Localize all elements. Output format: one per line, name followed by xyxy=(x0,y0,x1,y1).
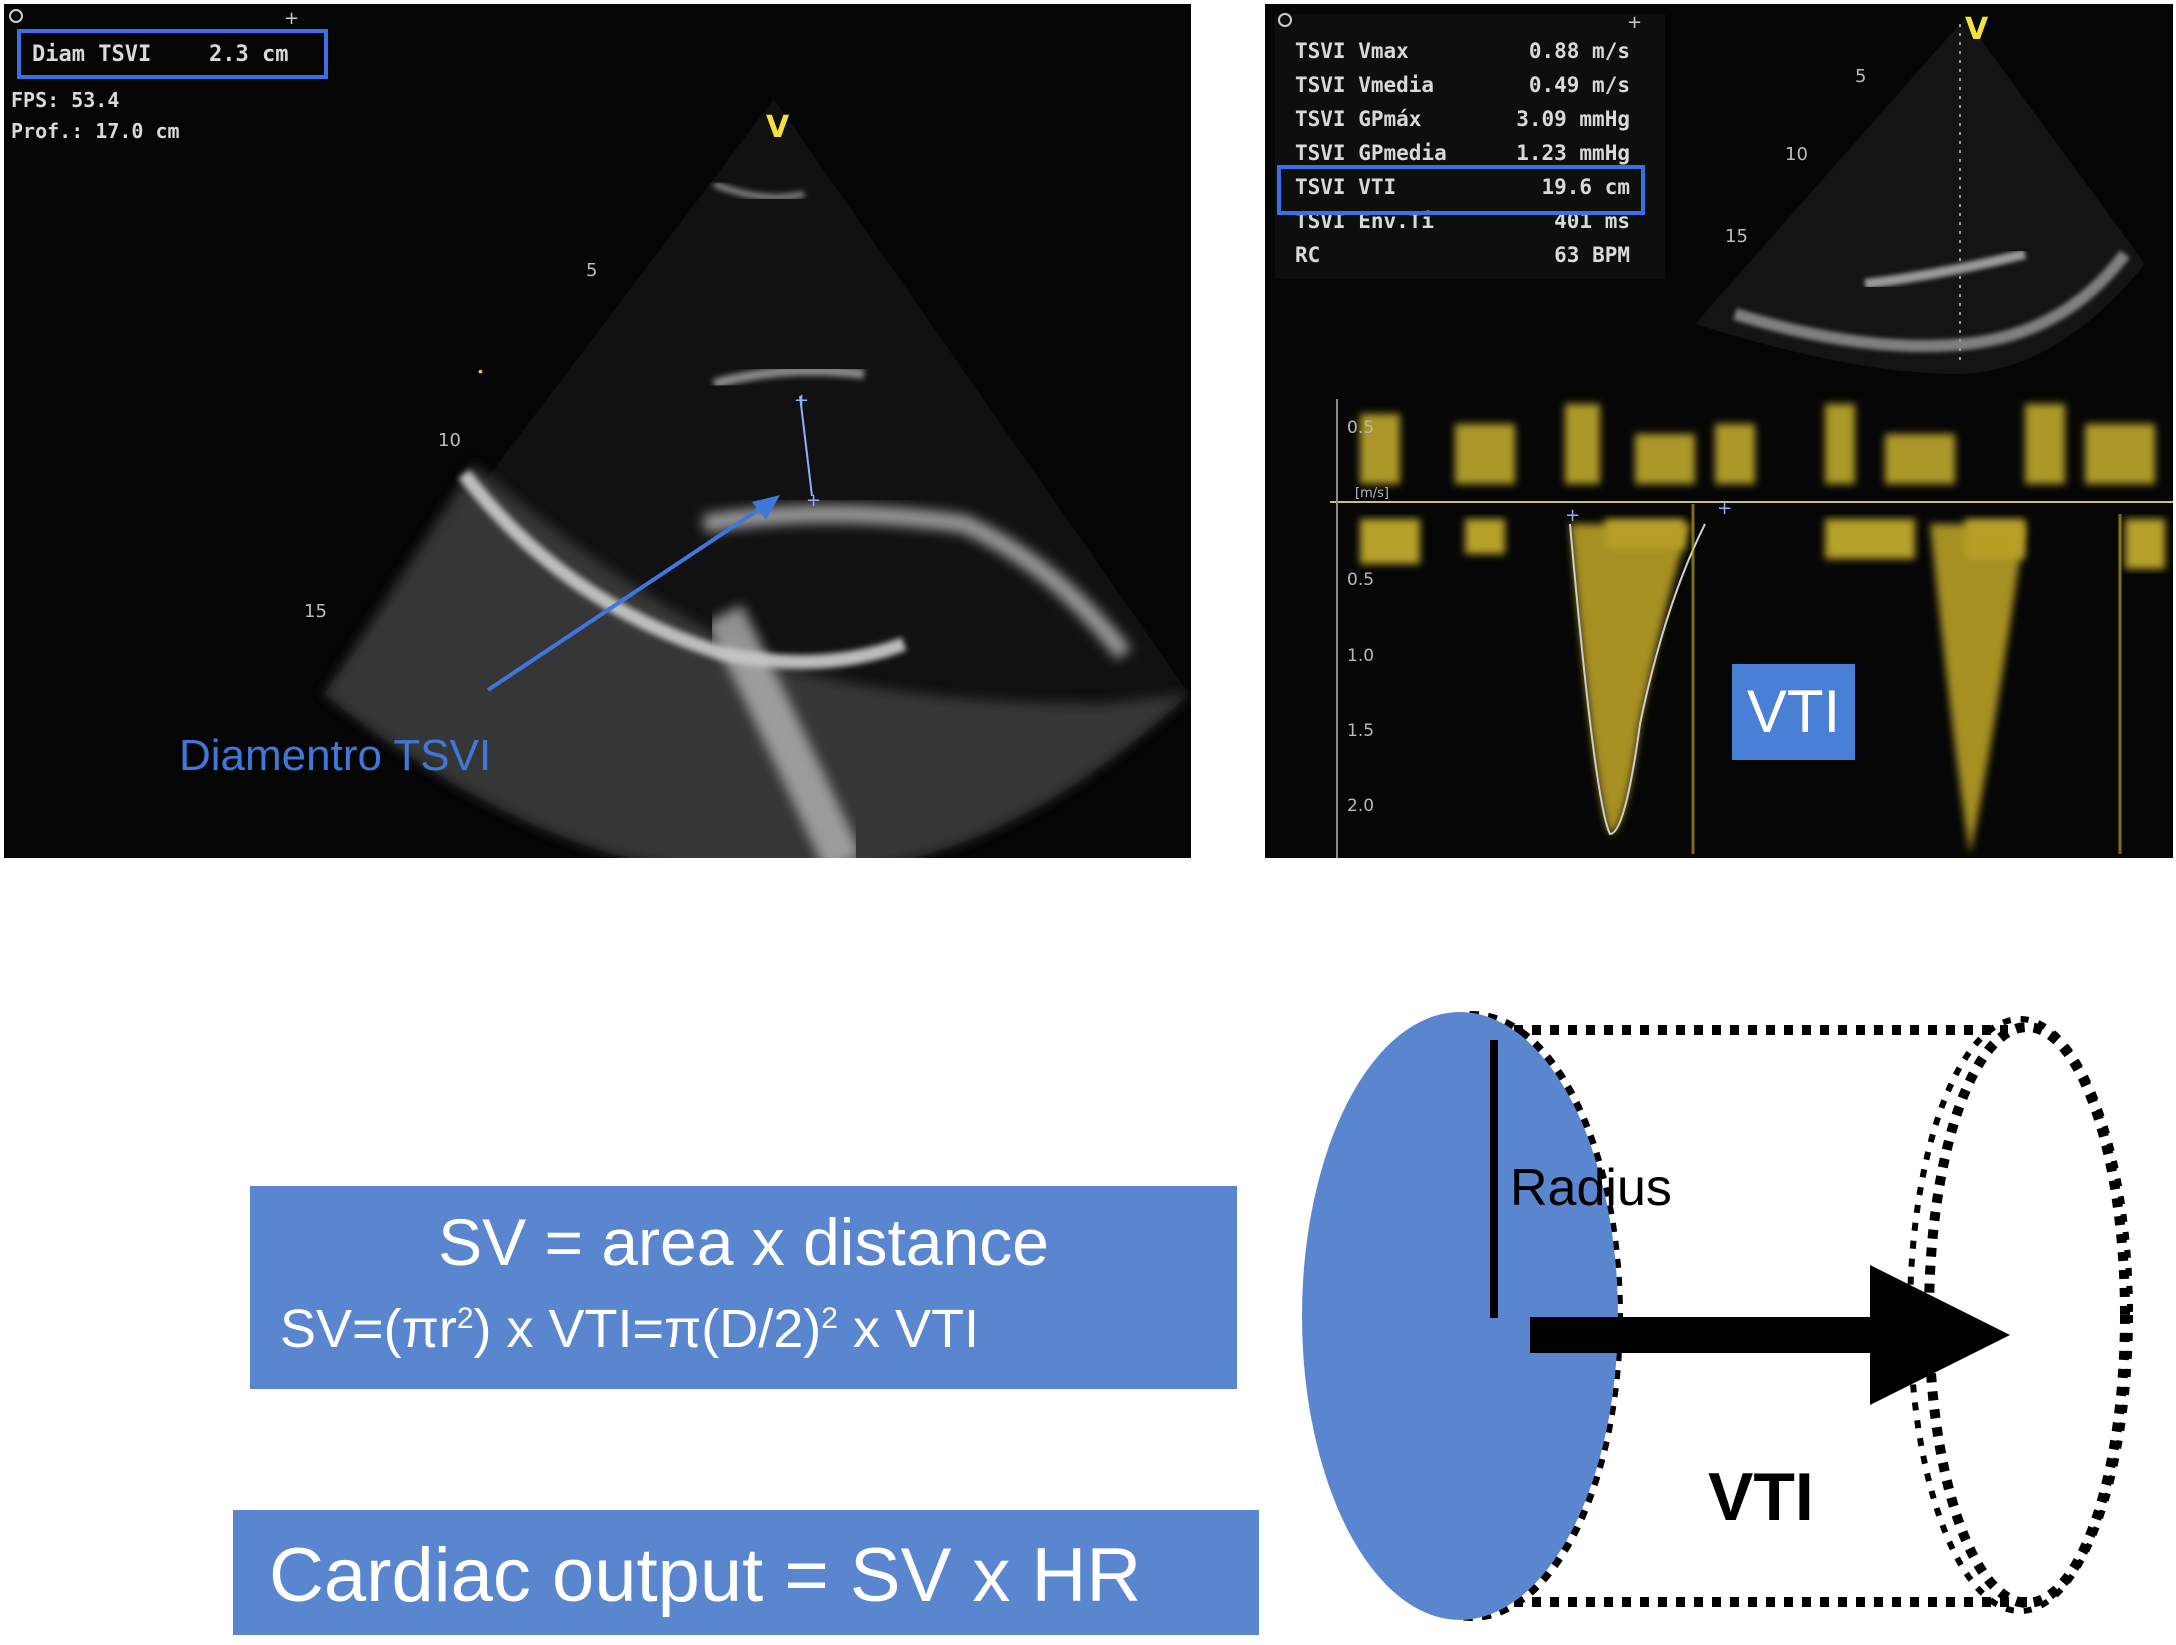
vti-distance-label: VTI xyxy=(1708,1459,1814,1535)
cardiac-output-formula-box: Cardiac output = SV x HR xyxy=(233,1510,1259,1635)
dot-marker: • xyxy=(478,363,483,379)
measurement-highlight-box xyxy=(17,29,328,79)
mini-sector-echo xyxy=(1733,250,2130,352)
stroke-volume-equation: SV=(πr2) x VTI=π(D/2)2 x VTI xyxy=(280,1298,979,1360)
axis-tick-label: 1.0 xyxy=(1347,646,1375,666)
row-label: TSVI GPmáx xyxy=(1295,107,1422,131)
trace-end-marker: + xyxy=(1717,498,1732,519)
radius-label: Radius xyxy=(1510,1159,1672,1217)
second-beat-fill xyxy=(1930,524,2025,854)
table-row: TSVI GPmedia 1.23 mmHg xyxy=(1295,136,1630,170)
caliper-line xyxy=(799,395,813,497)
doppler-upper-band xyxy=(1360,404,2155,484)
stroke-volume-definition: SV = area x distance xyxy=(438,1205,1049,1279)
axis-tick-label: 0.5 xyxy=(1347,570,1375,590)
row-value: 19.6 cm xyxy=(1541,175,1630,199)
row-value: 63 BPM xyxy=(1554,243,1630,267)
fps-readout: FPS: 53.4 xyxy=(11,88,120,112)
row-label: RC xyxy=(1295,243,1321,267)
depth-tick: 15 xyxy=(1725,226,1748,247)
corner-marker-icon xyxy=(1278,13,1292,27)
echo-panel-lvot-diameter: + + + • Diam TSVI 2.3 cm FPS: 53.4 Prof.… xyxy=(4,4,1191,858)
table-row: TSVI GPmáx 3.09 mmHg xyxy=(1295,102,1630,136)
row-value: 3.09 mmHg xyxy=(1516,107,1630,131)
cylinder-end-ellipse-outer xyxy=(1907,1016,2133,1614)
exponent: 2 xyxy=(456,1302,474,1335)
vti-arrow-head xyxy=(1870,1265,2010,1405)
echo-sector-image: + + + • xyxy=(9,8,1189,858)
vti-envelope-fill xyxy=(1570,524,1690,834)
exponent: 2 xyxy=(821,1302,838,1335)
cross-section-area xyxy=(1302,1012,1618,1620)
aortic-root-echo xyxy=(712,365,865,389)
eq-part: r xyxy=(438,1299,457,1359)
depth-tick: 15 xyxy=(304,601,327,622)
echo-panel-doppler-vti: + + + TSVI Vmax 0.88 m/s TSVI Vmedia 0.49 … xyxy=(1265,4,2173,858)
table-row: RC 63 BPM xyxy=(1295,238,1630,272)
mini-sector xyxy=(1695,18,2145,374)
caliper-end: + xyxy=(806,490,821,511)
depth-tick: 10 xyxy=(1785,144,1808,165)
pi-symbol: π xyxy=(664,1299,702,1359)
table-row: TSVI Vmax 0.88 m/s xyxy=(1295,34,1630,68)
trace-start-marker: + xyxy=(1565,505,1580,526)
annotation-arrow-head xyxy=(752,495,780,520)
depth-tick: 5 xyxy=(586,260,598,281)
axis-tick-label: 1.5 xyxy=(1347,721,1375,741)
crosshair-icon: + xyxy=(1627,12,1642,33)
cylinder-end-ellipse xyxy=(1924,1022,2130,1608)
vti-tag: VTI xyxy=(1732,664,1855,760)
vti-trace xyxy=(1569,523,1706,836)
row-value: 0.49 m/s xyxy=(1528,73,1630,97)
measurement-label: Diam TSVI xyxy=(32,42,152,67)
annotation-label: Diamentro TSVI xyxy=(179,731,492,780)
caliper-start: + xyxy=(794,390,809,411)
row-value: 1.23 mmHg xyxy=(1516,141,1630,165)
axis-tick-label: 2.0 xyxy=(1347,796,1375,816)
measurement-table-bg xyxy=(1275,14,1665,279)
eq-part: x VTI xyxy=(837,1299,979,1359)
axis-unit-label: [m/s] xyxy=(1355,486,1389,501)
row-label: TSVI Vmedia xyxy=(1295,73,1435,97)
mini-sector-valve xyxy=(1864,249,2027,289)
row-label: TSVI VTI xyxy=(1295,175,1397,199)
depth-readout: Prof.: 17.0 cm xyxy=(11,119,180,143)
eq-part: (D/2) xyxy=(701,1299,822,1359)
eq-part: ) x VTI= xyxy=(473,1299,665,1359)
orientation-marker: V xyxy=(766,110,790,145)
depth-tick: 5 xyxy=(1855,66,1867,87)
pi-symbol: π xyxy=(401,1299,439,1359)
orientation-marker: V xyxy=(1965,12,1989,47)
eq-part: SV=( xyxy=(280,1299,402,1359)
doppler-image: + + + xyxy=(1275,12,2173,858)
annotation-arrow-line xyxy=(486,504,766,692)
valve-echo xyxy=(706,605,863,858)
cardiac-output-equation: Cardiac output = SV x HR xyxy=(269,1533,1142,1618)
corner-marker-icon xyxy=(9,9,23,23)
row-label: TSVI Vmax xyxy=(1295,39,1409,63)
wall-echo xyxy=(702,505,1132,660)
septum-echo xyxy=(458,469,907,669)
depth-tick: 10 xyxy=(438,430,461,451)
row-value: 0.88 m/s xyxy=(1528,39,1630,63)
measurement-value: 2.3 cm xyxy=(209,42,289,67)
table-row: TSVI Vmedia 0.49 m/s xyxy=(1295,68,1630,102)
vti-highlight-box xyxy=(1277,165,1645,215)
vti-arrow-shaft xyxy=(1530,1317,1870,1353)
row-label: TSVI GPmedia xyxy=(1295,141,1447,165)
crosshair-icon: + xyxy=(284,8,299,29)
apex-echo xyxy=(712,181,805,201)
stroke-volume-formula-box: SV = area x distance SV=(πr2) x VTI=π(D/… xyxy=(250,1186,1237,1389)
axis-tick-label: 0.5 xyxy=(1347,418,1375,438)
cylinder-front-outline xyxy=(1321,1011,1623,1621)
table-row: TSVI VTI 19.6 cm xyxy=(1295,170,1630,204)
